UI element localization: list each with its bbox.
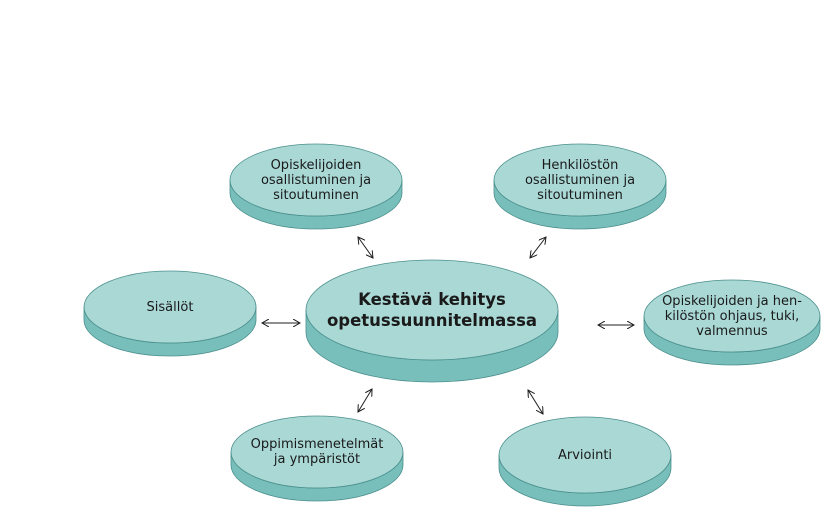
node-label-arviointi: Arviointi (510, 445, 660, 465)
node-text: Opiskelijoiden ja hen- kilöstön ohjaus, … (662, 293, 802, 339)
disc-top (229, 143, 403, 217)
node-label-sisallot: Sisällöt (95, 297, 245, 317)
center-node-text: Kestävä kehitys opetussuunnitelmassa (326, 290, 538, 330)
disc-top (83, 270, 257, 344)
center-disc (305, 259, 559, 383)
arrow-center-arviointi (528, 390, 543, 414)
node-text: Arviointi (557, 447, 613, 463)
disc-top (643, 279, 821, 353)
arrow-center-henkiloston (530, 237, 546, 258)
disc-top (493, 143, 667, 217)
disc-henkiloston-osallistuminen (493, 143, 667, 230)
node-label-opiskelijoiden-osallistuminen: Opiskelijoiden osallistuminen ja sitoutu… (241, 155, 391, 205)
disc-ohjaus-tuki (643, 279, 821, 366)
arrow-center-opiskelijoiden (358, 237, 373, 258)
disc-oppimismenetelmat (230, 415, 404, 502)
center-node-label: Kestävä kehitys opetussuunnitelmassa (302, 285, 562, 335)
disc-top (305, 259, 559, 361)
node-text: Sisällöt (146, 299, 194, 315)
disc-top (230, 415, 404, 489)
node-label-henkiloston-osallistuminen: Henkilöstön osallistuminen ja sitoutumin… (505, 155, 655, 205)
disc-arviointi (498, 416, 672, 507)
node-label-oppimismenetelmat: Oppimismenetelmät ja ympäristöt (242, 435, 392, 469)
node-text: Opiskelijoiden osallistuminen ja sitoutu… (260, 157, 372, 203)
node-text: Henkilöstön osallistuminen ja sitoutumin… (524, 157, 636, 203)
disc-opiskelijoiden-osallistuminen (229, 143, 403, 230)
disc-top (498, 416, 672, 494)
node-label-ohjaus-tuki: Opiskelijoiden ja hen- kilöstön ohjaus, … (652, 291, 812, 341)
node-text: Oppimismenetelmät ja ympäristöt (250, 437, 384, 467)
disc-sisallot (83, 270, 257, 357)
arrow-center-oppimismenetelmat (358, 389, 372, 412)
